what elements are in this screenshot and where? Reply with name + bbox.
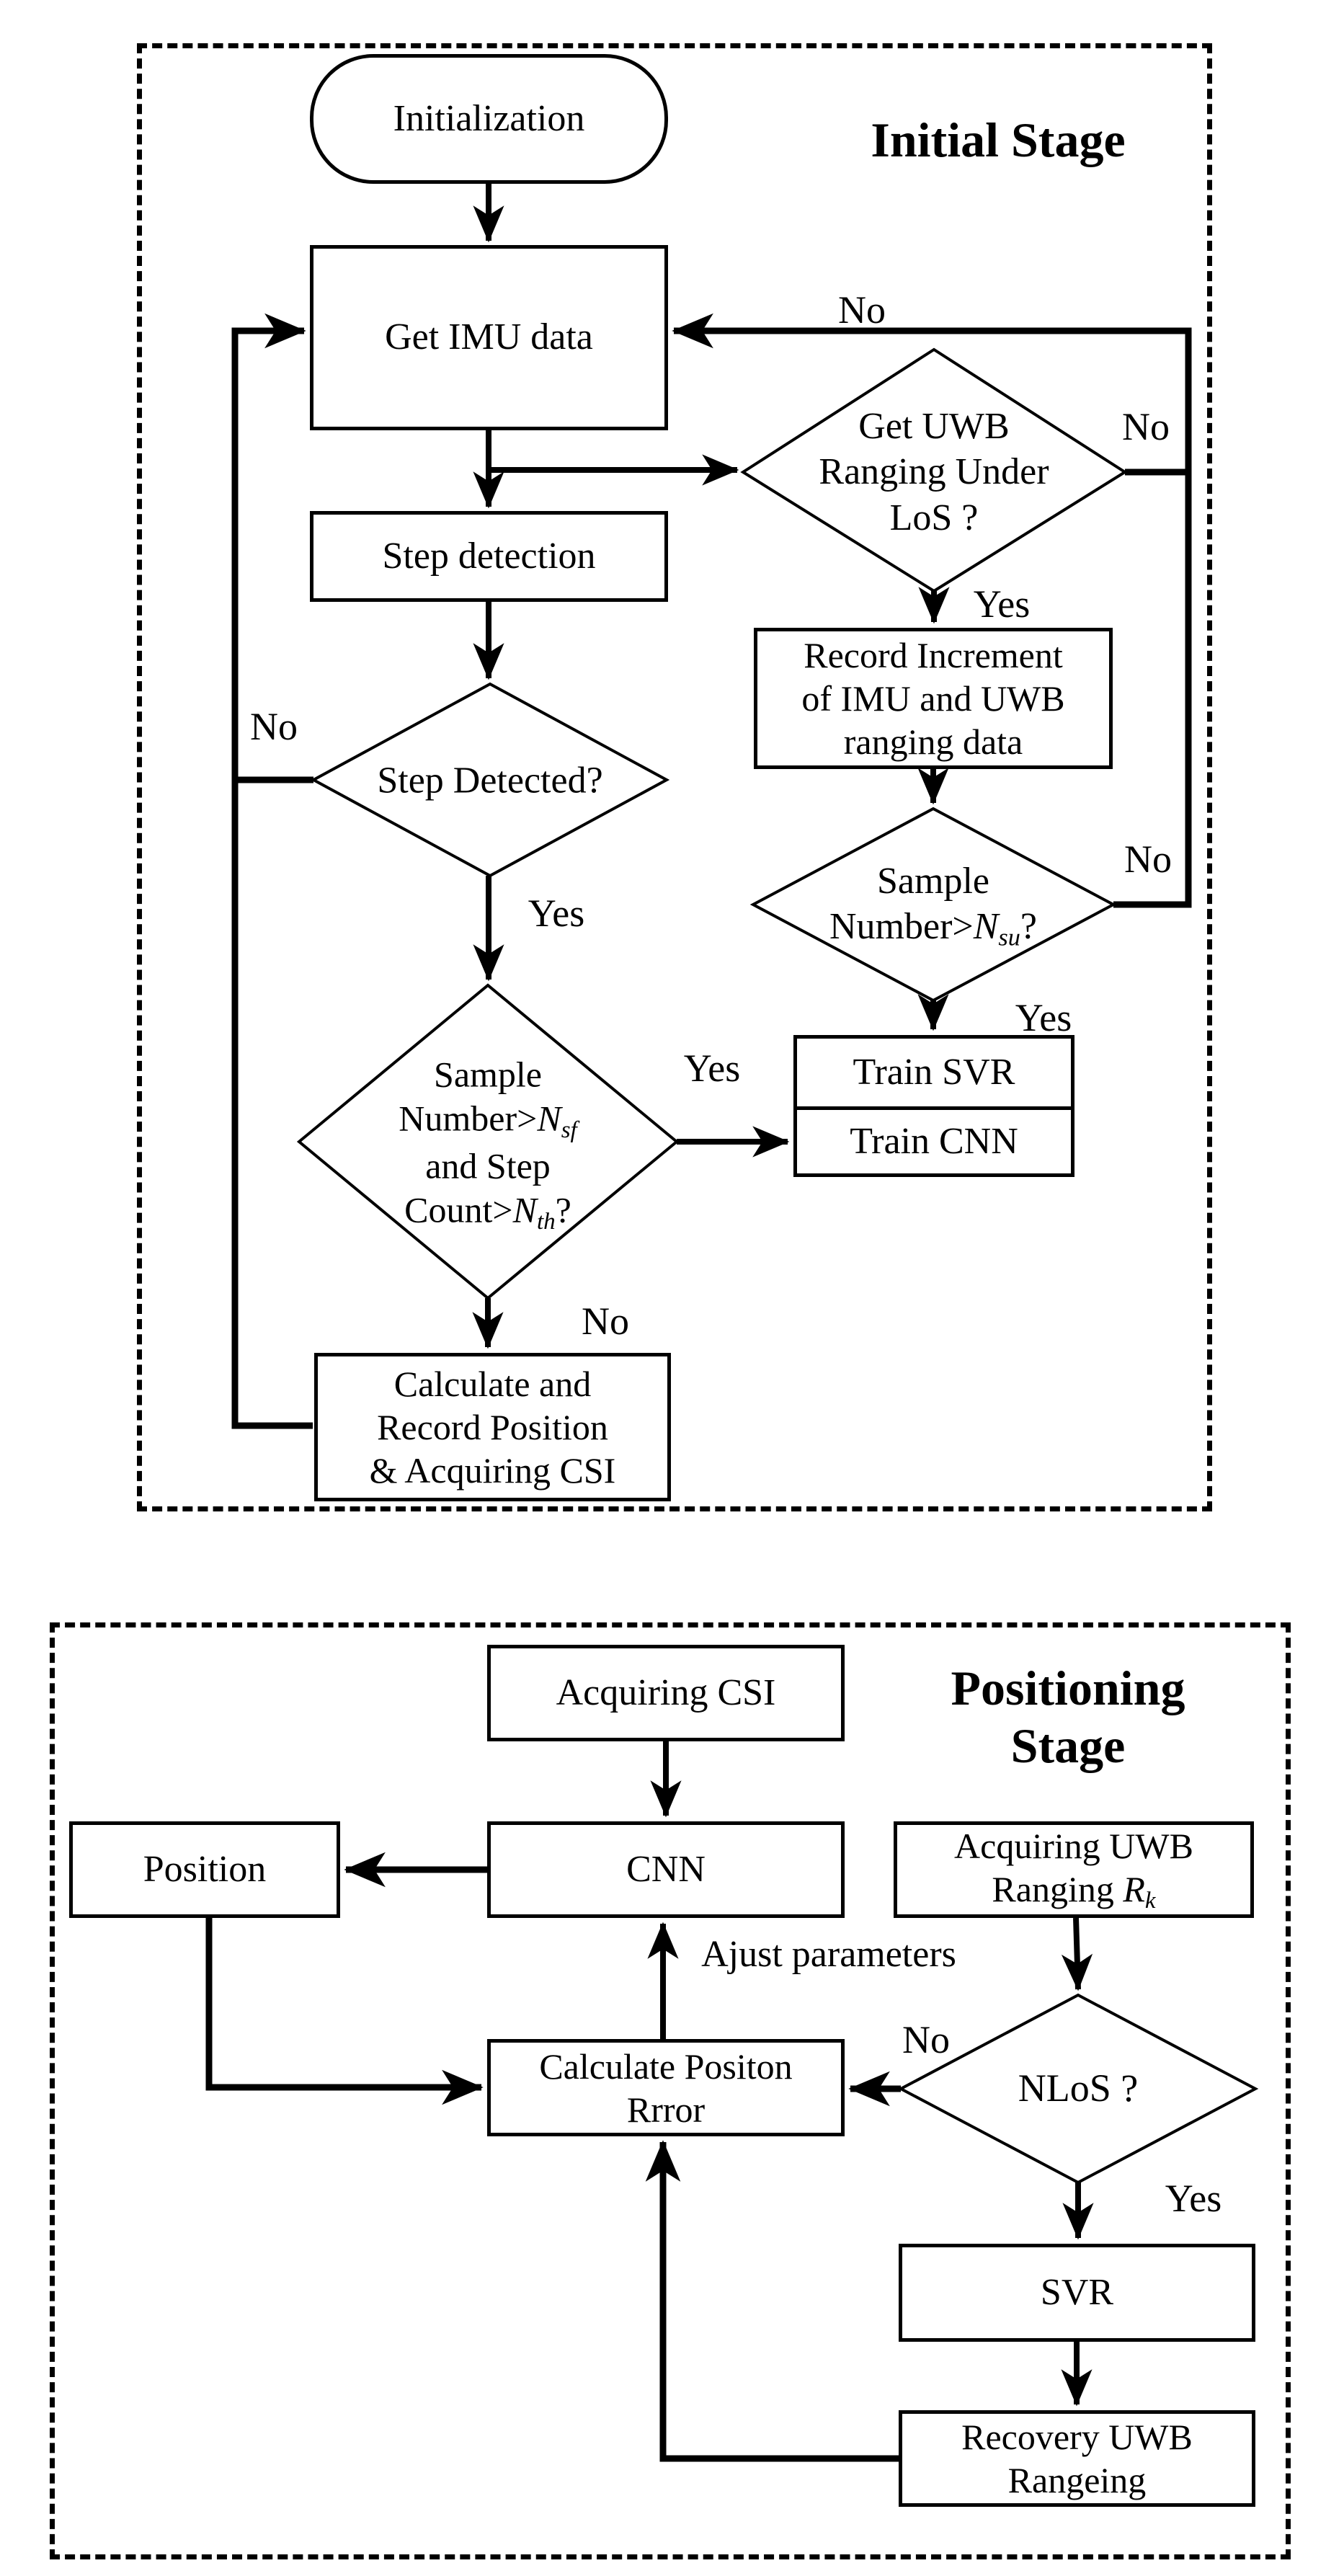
edge-left-loop-to-calculate <box>231 780 313 1429</box>
edge-acquwb-to-nlos <box>1061 1917 1093 1991</box>
diamond-nlos <box>897 1993 1259 2185</box>
positioning-stage-frame <box>50 1622 1291 2559</box>
sample-nsf-sub1: sf <box>561 1116 577 1143</box>
node-train-cnn: Train CNN <box>793 1106 1074 1177</box>
node-recovery-uwb: Recovery UWB Rangeing <box>899 2410 1255 2507</box>
acquiring-uwb-var: R <box>1123 1868 1145 1909</box>
node-cnn: CNN <box>487 1821 845 1918</box>
diamond-text-sample-nsu: Sample Number>Nsu? <box>829 858 1037 954</box>
diamond-text-get-uwb: Get UWB Ranging Under LoS ? <box>819 404 1049 541</box>
step-detected-label: Step Detected? <box>377 760 603 801</box>
get-imu-label: Get IMU data <box>385 316 593 358</box>
initial-stage-frame <box>137 43 1212 1511</box>
sample-nsu-line1: Sample <box>877 861 989 902</box>
node-step-detection: Step detection <box>310 511 668 602</box>
get-uwb-line3: LoS ? <box>889 497 979 538</box>
label-yes-get-uwb: Yes <box>973 582 1031 626</box>
calculate-record-line3: & Acquiring CSI <box>369 1450 616 1491</box>
train-cnn-label: Train CNN <box>850 1120 1018 1162</box>
recovery-uwb-line1: Recovery UWB <box>961 2417 1193 2457</box>
label-no-get-uwb: No <box>1122 405 1170 448</box>
sample-nsu-pre: Number> <box>829 906 974 948</box>
acquiring-uwb-line1: Acquiring UWB <box>954 1825 1193 1866</box>
label-yes-nlos: Yes <box>1165 2177 1222 2220</box>
initialization-label: Initialization <box>393 97 585 139</box>
label-no-nlos: No <box>902 2018 950 2061</box>
calc-pos-error-line1: Calculate Positon <box>539 2046 793 2087</box>
edge-stepdetected-no-loop-to-getimu <box>231 313 313 783</box>
calculate-record-line2: Record Position <box>377 1407 608 1447</box>
acquiring-uwb-line2: Ranging Rk <box>992 1867 1155 1916</box>
calc-pos-error-line2: Rrror <box>626 2089 706 2130</box>
acquiring-csi-label: Acquiring CSI <box>556 1671 776 1713</box>
sample-nsf-line3: and Step <box>425 1146 551 1186</box>
get-uwb-line1: Get UWB <box>858 405 1010 447</box>
nlos-label: NLoS ? <box>1018 2066 1139 2110</box>
sample-nsf-post: ? <box>555 1190 571 1230</box>
sample-nsf-line1: Sample <box>434 1054 542 1095</box>
sample-nsu-sub: su <box>998 924 1020 952</box>
position-label: Position <box>143 1848 267 1890</box>
diamond-text-nlos: NLoS ? <box>1018 2065 1138 2113</box>
node-acquiring-csi: Acquiring CSI <box>487 1645 845 1741</box>
node-record-increment: Record Increment of IMU and UWB ranging … <box>754 628 1113 769</box>
node-position: Position <box>69 1821 340 1918</box>
record-increment-line2: of IMU and UWB <box>801 678 1065 719</box>
diamond-sample-nsf <box>296 983 680 1300</box>
node-train-svr: Train SVR <box>793 1035 1074 1110</box>
sample-nsf-sub2: th <box>536 1209 556 1235</box>
node-acquiring-uwb: Acquiring UWB Ranging Rk <box>894 1821 1254 1918</box>
acquiring-uwb-pre: Ranging <box>992 1868 1123 1909</box>
node-calculate-position-error: Calculate Positon Rrror <box>487 2039 845 2136</box>
step-detection-label: Step detection <box>382 535 596 577</box>
positioning-stage-title-line2: Stage <box>1010 1718 1126 1773</box>
label-no-step-detected: No <box>250 705 298 748</box>
sample-nsf-line2: Number>Nsf <box>399 1097 577 1145</box>
acquiring-uwb-sub: k <box>1144 1887 1156 1914</box>
svr-label: SVR <box>1040 2271 1114 2313</box>
sample-nsf-pre1: Number> <box>399 1098 538 1139</box>
label-no-sample-nsu: No <box>1124 838 1172 881</box>
node-calculate-record-position: Calculate and Record Position & Acquirin… <box>314 1353 671 1501</box>
label-yes-sample-nsf: Yes <box>683 1047 741 1090</box>
edge-position-to-calcpos <box>205 1918 484 2105</box>
label-yes-step-detected: Yes <box>528 892 585 935</box>
diamond-sample-nsu <box>749 807 1117 1003</box>
sample-nsf-pre2: Count> <box>404 1190 513 1230</box>
positioning-stage-title-line1: Positioning <box>951 1660 1185 1715</box>
diamond-step-detected <box>310 682 670 878</box>
sample-nsu-post: ? <box>1020 906 1038 948</box>
sample-nsf-line4: Count>Nth? <box>399 1189 577 1236</box>
recovery-uwb-line2: Rangeing <box>1007 2460 1147 2500</box>
node-initialization: Initialization <box>310 54 668 184</box>
diamond-text-sample-nsf: Sample Number>Nsf and Step Count>Nth? <box>399 1053 577 1237</box>
sample-nsf-var2: N <box>512 1190 537 1230</box>
label-no-top-feedback: No <box>838 288 886 332</box>
node-get-imu-data: Get IMU data <box>310 245 668 430</box>
get-uwb-line2: Ranging Under <box>819 451 1049 493</box>
calculate-record-line1: Calculate and <box>393 1364 592 1404</box>
record-increment-line3: ranging data <box>843 721 1023 762</box>
sample-nsf-var1: N <box>537 1098 561 1139</box>
node-svr: SVR <box>899 2244 1255 2342</box>
sample-nsu-var: N <box>973 906 999 948</box>
record-increment-line1: Record Increment <box>804 635 1063 675</box>
label-yes-sample-nsu: Yes <box>1015 996 1072 1039</box>
label-adjust-parameters: Ajust parameters <box>701 1934 956 1975</box>
sample-nsu-line2: Number>Nsu? <box>829 904 1037 953</box>
diamond-get-uwb-los <box>740 347 1128 593</box>
edge-recovery-feedback-to-calcpos <box>645 2140 899 2462</box>
positioning-stage-title: Positioning Stage <box>951 1659 1185 1775</box>
edge-getuwb-no-loop-to-getimu <box>672 313 1192 476</box>
train-svr-label: Train SVR <box>853 1051 1015 1093</box>
edge-samplensu-no-to-right-loop <box>1113 468 1192 908</box>
cnn-label: CNN <box>626 1848 706 1890</box>
label-no-sample-nsf: No <box>582 1300 629 1343</box>
initial-stage-title: Initial Stage <box>871 112 1126 167</box>
diamond-text-step-detected: Step Detected? <box>377 758 602 803</box>
